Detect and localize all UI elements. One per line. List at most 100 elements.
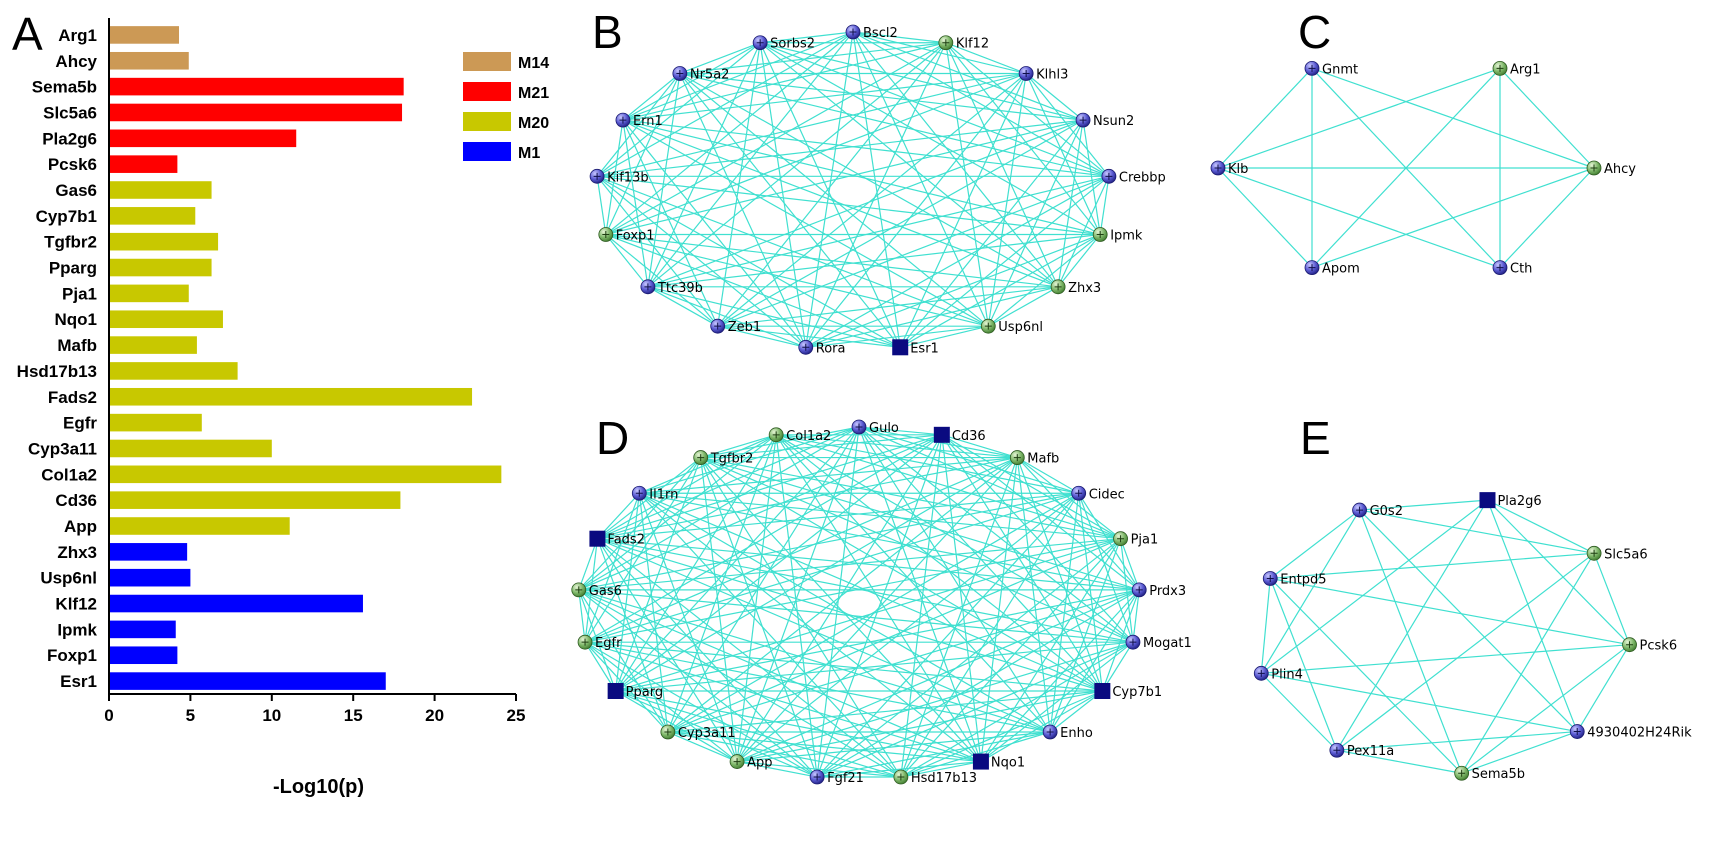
edge xyxy=(615,434,777,692)
edge xyxy=(584,641,669,733)
edge xyxy=(647,233,1101,288)
bar-hsd17b13 xyxy=(110,362,238,380)
edge xyxy=(945,42,989,327)
node-square-marker xyxy=(589,530,606,547)
node-prdx3: Prdx3 xyxy=(1131,582,1186,599)
panel-label-e: E xyxy=(1300,412,1331,464)
edge xyxy=(578,589,1051,733)
edge xyxy=(980,641,1134,763)
edge xyxy=(1593,553,1631,645)
edge xyxy=(717,325,806,348)
edge xyxy=(1217,167,1313,269)
edge xyxy=(1082,120,1101,235)
edge xyxy=(596,175,901,348)
edge xyxy=(987,119,1084,327)
node-label-ipmk: Ipmk xyxy=(1110,229,1143,244)
node-4930402h24rik: 4930402H24Rik xyxy=(1569,724,1692,741)
node-plus-mark xyxy=(1308,264,1316,272)
category-label-pcsk6: Pcsk6 xyxy=(48,155,97,174)
edge xyxy=(667,434,777,733)
edge xyxy=(717,42,761,327)
node-label-tgfbr2: Tgfbr2 xyxy=(710,452,754,467)
edge xyxy=(737,731,1051,763)
edge xyxy=(667,690,1103,733)
edge xyxy=(679,72,1110,177)
node-plus-mark xyxy=(575,586,583,594)
node-plus-mark xyxy=(1333,746,1341,754)
edge xyxy=(584,492,1079,643)
edge xyxy=(717,286,1059,327)
edge xyxy=(1016,457,1121,540)
edge xyxy=(717,325,901,348)
node-label-nr5a2: Nr5a2 xyxy=(690,67,730,82)
edge xyxy=(945,42,1110,177)
edge xyxy=(622,119,1109,177)
edge xyxy=(1359,509,1463,774)
bar-egfr xyxy=(110,413,202,432)
edge xyxy=(578,589,617,692)
bar-usp6nl xyxy=(110,568,191,587)
node-klf12: Klf12 xyxy=(938,35,989,52)
edge xyxy=(1217,167,1501,269)
category-label-ahcy: Ahcy xyxy=(55,52,97,71)
node-fads2: Fads2 xyxy=(589,530,645,548)
edge xyxy=(775,434,1134,643)
edge xyxy=(816,426,860,778)
node-kif13b: Kif13b xyxy=(589,168,649,185)
edge xyxy=(615,641,1134,692)
node-cyp7b1: Cyp7b1 xyxy=(1094,683,1162,700)
edge xyxy=(736,434,777,762)
node-pex11a: Pex11a xyxy=(1329,742,1394,759)
category-labels: Arg1AhcySema5bSlc5a6Pla2g6Pcsk6Gas6Cyp7b… xyxy=(17,26,98,691)
edge xyxy=(615,690,818,778)
node-label-fads2: Fads2 xyxy=(607,533,645,548)
edge xyxy=(605,119,1084,236)
edge xyxy=(667,538,1121,733)
edge xyxy=(605,120,624,235)
category-label-app: App xyxy=(64,517,97,536)
node-plus-mark xyxy=(1046,728,1054,736)
edge xyxy=(584,457,1018,643)
edge xyxy=(941,434,1140,591)
edge xyxy=(760,42,1084,121)
node-label-crebbp: Crebbp xyxy=(1119,170,1166,185)
edge xyxy=(638,493,738,762)
edge xyxy=(597,426,860,540)
node-plus-mark xyxy=(1013,454,1021,462)
category-label-hsd17b13: Hsd17b13 xyxy=(17,362,97,381)
panel-label-c: C xyxy=(1298,6,1331,58)
edge xyxy=(584,641,617,692)
edge xyxy=(1261,672,1578,733)
edge xyxy=(578,538,598,591)
edge xyxy=(596,31,854,177)
node-mafb: Mafb xyxy=(1009,450,1059,467)
node-label-pla2g6: Pla2g6 xyxy=(1497,494,1541,509)
edge xyxy=(679,73,807,348)
edge xyxy=(1260,499,1488,674)
network-d-edges xyxy=(578,426,1140,778)
edge xyxy=(605,73,681,235)
node-plus-mark xyxy=(1590,164,1598,172)
node-label-ahcy: Ahcy xyxy=(1604,162,1636,177)
node-label-egfr: Egfr xyxy=(595,636,622,651)
bar-cyp3a11 xyxy=(110,439,272,458)
category-label-cyp7b1: Cyp7b1 xyxy=(36,207,97,226)
bar-nqo1 xyxy=(110,310,223,329)
edge xyxy=(639,426,860,494)
node-crebbp: Crebbp xyxy=(1101,168,1166,185)
edge xyxy=(900,760,982,778)
edge xyxy=(578,538,1121,591)
node-zhx3: Zhx3 xyxy=(1050,279,1101,296)
edge xyxy=(605,234,719,327)
edge xyxy=(596,72,1027,177)
edge xyxy=(1016,457,1079,494)
node-label-arg1: Arg1 xyxy=(1510,62,1541,77)
edge xyxy=(679,42,946,75)
edge xyxy=(1217,67,1313,169)
node-klb: Klb xyxy=(1210,160,1248,177)
edge xyxy=(679,42,761,75)
edge xyxy=(1336,730,1578,751)
edge xyxy=(584,641,982,763)
category-label-nqo1: Nqo1 xyxy=(55,310,98,329)
